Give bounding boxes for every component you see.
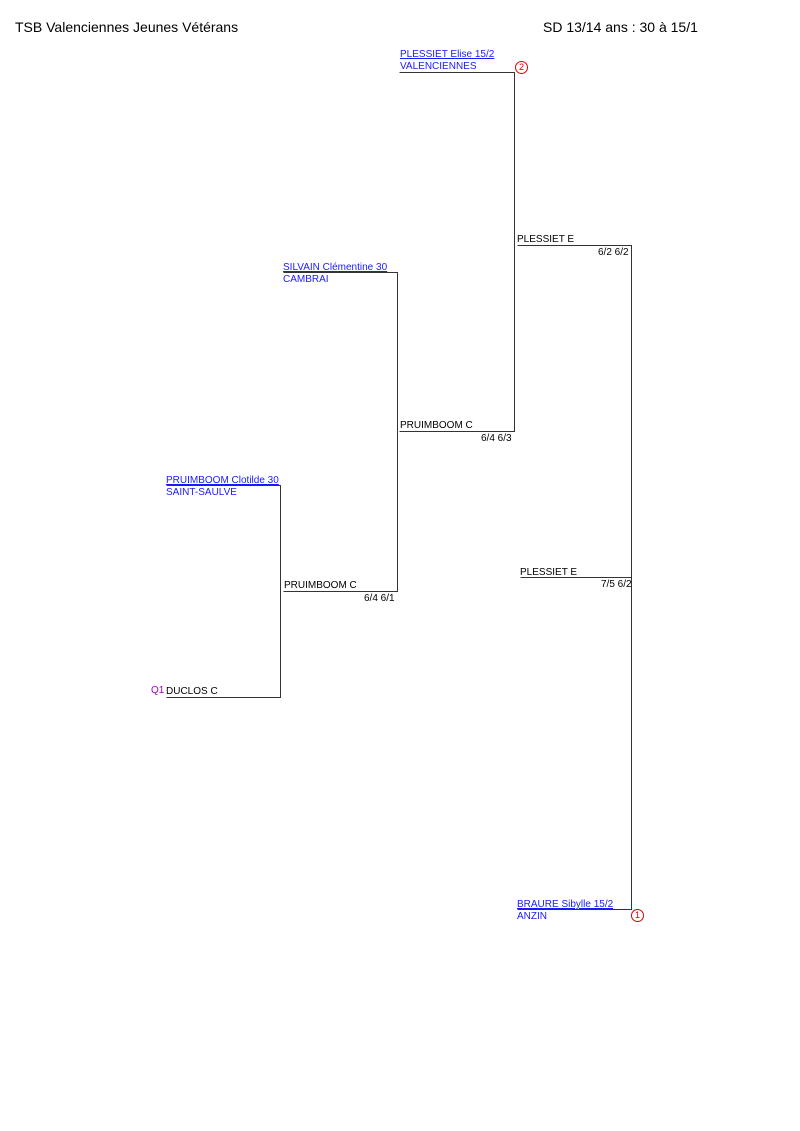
draw-category: SD 13/14 ans : 30 à 15/1 [543,19,698,35]
player-name-link[interactable]: PLESSIET Elise 15/2 [400,49,495,60]
player-entry-pruimboom: PRUIMBOOM Clotilde 30 SAINT-SAULVE [166,475,279,499]
player-entry-silvain: SILVAIN Clémentine 30 CAMBRAI [283,262,387,286]
player-name-link[interactable]: BRAURE Sibylle 15/2 [517,899,614,910]
seed-badge: 2 [515,61,528,74]
player-entry-plessiet: PLESSIET Elise 15/2 VALENCIENNES [400,49,494,73]
qualifier-label: Q1 [151,685,165,696]
player-name: DUCLOS C [166,686,218,697]
bracket-line [399,72,515,432]
player-club: ANZIN [517,911,547,922]
match-winner: PRUIMBOOM C [400,420,473,431]
match-score: 6/4 6/3 [481,433,512,444]
player-entry-braure: BRAURE Sibylle 15/2 ANZIN [517,899,613,923]
player-club: CAMBRAI [283,274,329,285]
bracket-line [283,272,398,592]
match-winner: PRUIMBOOM C [284,580,357,591]
player-name-link[interactable]: SILVAIN Clémentine 30 [283,262,388,273]
match-score: 6/4 6/1 [364,593,395,604]
player-club: SAINT-SAULVE [166,487,237,498]
player-name-link[interactable]: PRUIMBOOM Clotilde 30 [166,475,279,486]
match-score: 7/5 6/2 [601,579,632,590]
tournament-title: TSB Valenciennes Jeunes Vétérans [15,19,239,35]
bracket-line [166,485,281,698]
seed-badge: 1 [631,909,644,922]
player-club: VALENCIENNES [400,61,477,72]
match-score: 6/2 6/2 [598,247,629,258]
match-winner: PLESSIET E [517,234,575,245]
match-winner: PLESSIET E [520,567,578,578]
